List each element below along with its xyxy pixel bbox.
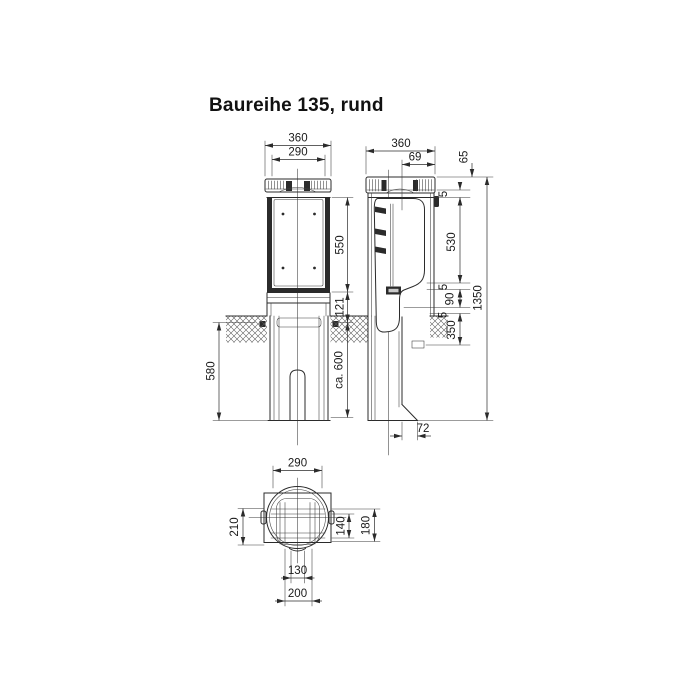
side-hinge-top: [375, 206, 386, 214]
section-dim-inner-height: 140: [336, 516, 348, 535]
front-door-rail-right: [325, 197, 330, 289]
section-dim-height-left: 210: [229, 517, 241, 536]
front-view: [259, 168, 339, 446]
side-view: [365, 169, 439, 456]
section-dim-outer-height: 180: [361, 516, 373, 535]
side-foundation-lines: [371, 315, 400, 421]
front-dim-embed-approx: ca. 600: [334, 351, 346, 389]
side-dim-ground-gap: 5: [438, 312, 450, 318]
front-base-outline: [266, 292, 331, 317]
section-grid: [270, 502, 326, 545]
section-bump-left: [260, 510, 267, 525]
front-door-rail-bottom: [267, 288, 330, 293]
front-extension-lines: [212, 140, 354, 421]
front-base: [266, 292, 331, 317]
side-rain-lip: [434, 196, 439, 207]
front-foundation-outline: [267, 315, 331, 421]
side-dim-depth-top: 360: [391, 138, 410, 150]
front-dim-width-top: 360: [288, 133, 307, 145]
side-body: [367, 192, 439, 333]
ground-hatch-left: [226, 316, 267, 343]
side-dim-lower-zone: 350: [446, 320, 458, 339]
side-door-edge-lines: [390, 203, 394, 287]
front-door-lock-dot: [313, 212, 316, 216]
side-dim-gap-top: 5: [438, 191, 450, 197]
side-cap: [365, 176, 436, 194]
section-dim-base-width: 200: [288, 588, 307, 600]
section-view: [248, 477, 347, 564]
ground: [225, 315, 449, 343]
dimensions-side: 360 69 65 5 530 5 90 5 350 1350 72: [365, 138, 494, 441]
side-extension-lines: [365, 146, 494, 441]
front-dim-door-height: 550: [335, 235, 347, 254]
front-door-panel: [273, 199, 324, 287]
front-cap-block-right: [304, 181, 310, 191]
side-lock-slot: [388, 288, 399, 293]
side-cap-ribs: [369, 179, 432, 192]
side-cap-dome: [385, 188, 415, 194]
dimensions-section: 290 210 140 180 130 200: [229, 458, 381, 607]
ground-hatch-right: [430, 316, 448, 338]
front-cap: [264, 178, 332, 193]
front-dim-width-body: 290: [288, 147, 307, 159]
front-door-lock-dot: [313, 266, 316, 270]
section-tube: [276, 498, 320, 545]
side-door-contour: [373, 198, 425, 333]
section-dim-width: 290: [288, 458, 307, 470]
front-door-lock-dot: [281, 266, 285, 270]
page-title: Baureihe 135, rund: [209, 95, 384, 116]
side-dim-lock-zone: 90: [445, 293, 457, 306]
front-door-lock-dot: [281, 212, 285, 216]
section-dim-slot-width: 130: [288, 565, 307, 577]
front-dim-embed: 580: [206, 361, 218, 380]
side-foundation-outline: [367, 315, 419, 422]
front-anchor-bar: [276, 317, 322, 328]
front-foundation: [259, 315, 339, 421]
section-bump-right: [328, 510, 335, 525]
side-cap-block-left: [381, 180, 387, 191]
side-dim-foot-offset: 72: [417, 423, 430, 435]
front-cable-slot: [289, 369, 306, 421]
front-dim-base-height: 121: [335, 297, 347, 316]
section-round-shaft-inner: [269, 489, 326, 546]
side-hinge-bottom: [375, 246, 386, 254]
side-dim-door-height: 530: [446, 232, 458, 251]
side-hinge-middle: [375, 228, 386, 236]
side-body-inner-lines: [371, 192, 431, 317]
side-body-outline: [367, 192, 435, 317]
front-cap-ribs: [268, 180, 327, 190]
side-dim-cap-height: 65: [459, 151, 471, 164]
front-base-lines: [266, 297, 331, 317]
ground-hatch-middle: [330, 316, 368, 343]
front-cap-block-left: [286, 181, 292, 191]
front-door: [266, 191, 331, 293]
side-foundation: [367, 315, 425, 422]
side-cap-outline: [365, 176, 436, 194]
front-cap-dome: [278, 187, 317, 193]
section-extension-lines: [237, 465, 381, 607]
front-door-top-rails: [266, 191, 331, 198]
front-door-rail-left: [267, 197, 272, 289]
side-dim-gap-bottom: 5: [438, 284, 450, 290]
side-duct: [411, 340, 425, 349]
front-cap-outline: [264, 178, 332, 193]
dimensions-front: 360 290 550 121 ca. 600 580: [206, 133, 354, 421]
section-flange: [263, 492, 332, 543]
section-slot-dip: [288, 547, 307, 552]
side-dim-door-offset: 69: [409, 152, 422, 164]
front-foundation-ribs: [273, 315, 325, 421]
side-cap-block-right: [413, 180, 418, 191]
side-dim-total-height: 1350: [473, 285, 485, 311]
